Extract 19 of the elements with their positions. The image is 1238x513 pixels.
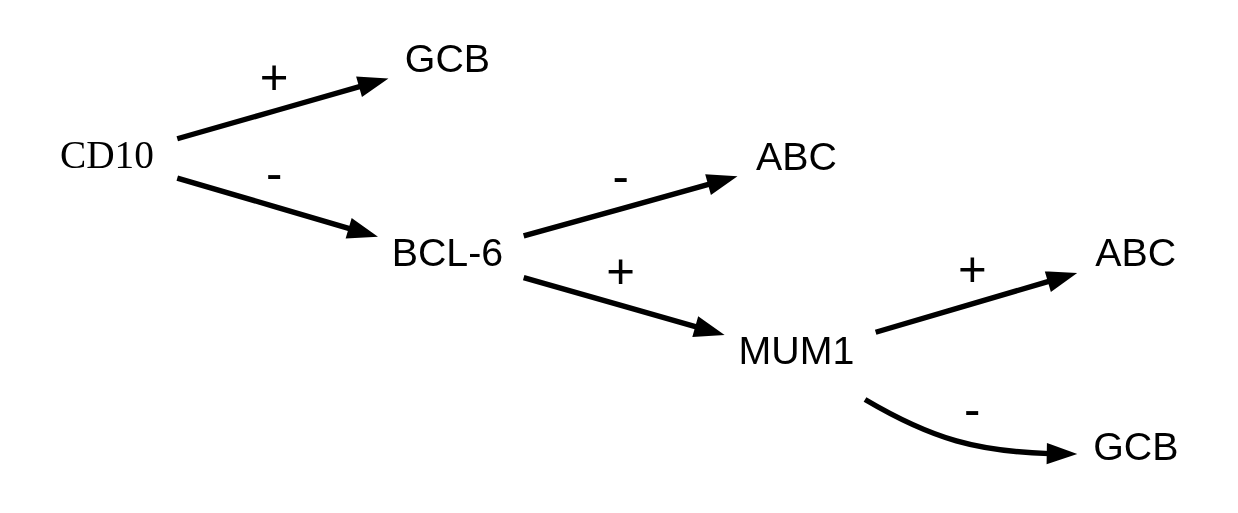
edge-label: +: [957, 241, 987, 296]
node-text: MUM1: [738, 328, 854, 373]
node-text: GCB: [404, 35, 490, 80]
arrow: [863, 397, 1077, 465]
edge-label: +: [259, 49, 288, 105]
edge-label: -: [265, 145, 282, 201]
edge-label: +: [605, 243, 635, 299]
node-text: ABC: [755, 133, 837, 178]
edge-label: -: [963, 381, 980, 437]
arrow: [874, 271, 1077, 335]
arrow: [176, 175, 378, 239]
arrow: [522, 174, 737, 239]
edge-label: -: [612, 147, 629, 203]
arrow: [522, 275, 725, 337]
node-text: BCL-6: [391, 229, 503, 274]
node-text: GCB: [1092, 424, 1178, 469]
arrow: [176, 76, 388, 142]
node-text: CD10: [59, 132, 154, 177]
node-text: ABC: [1094, 229, 1176, 274]
